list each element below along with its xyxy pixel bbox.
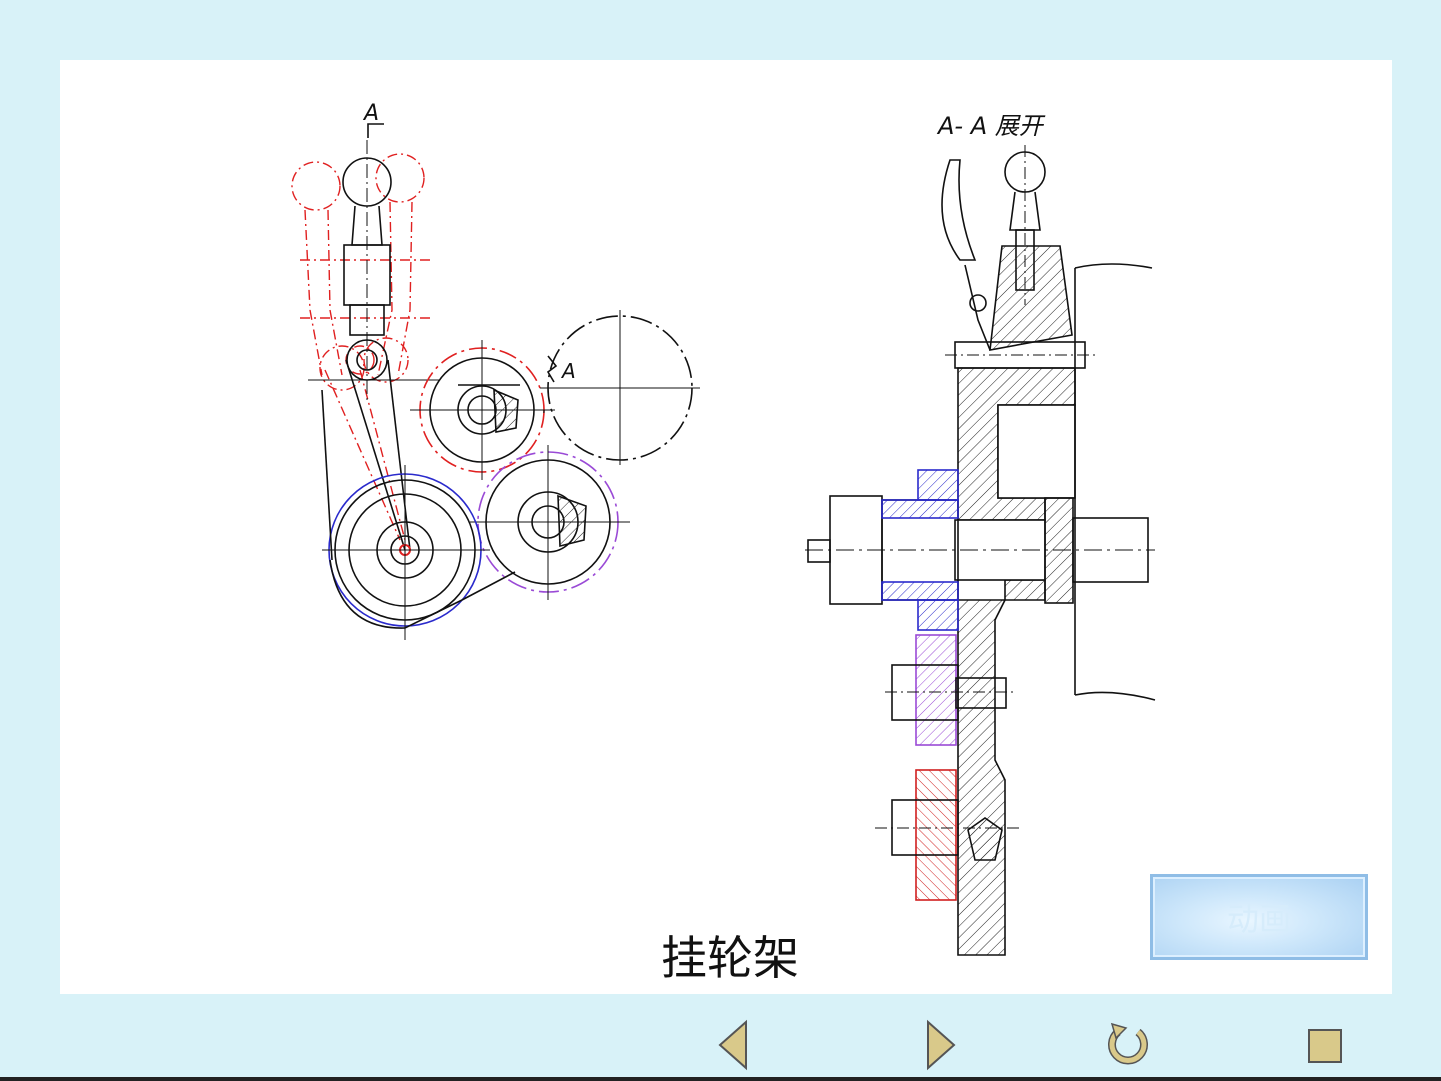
- section-marker-label: A: [362, 101, 379, 126]
- animation-button[interactable]: 动画: [1150, 874, 1368, 960]
- lever-ghost-positions: [292, 154, 430, 540]
- section-view-title: A- A 展开: [936, 112, 1046, 140]
- stop-square-icon: [1309, 1030, 1341, 1062]
- diagram-caption: 挂轮架: [620, 922, 840, 988]
- replay-icon: [1112, 1024, 1144, 1060]
- section-view: A- A 展开: [805, 112, 1155, 955]
- previous-slide-button[interactable]: [712, 1018, 760, 1072]
- slide-canvas: A: [60, 60, 1392, 994]
- triangle-right-icon: [928, 1022, 954, 1068]
- cut-plane-label: A: [560, 359, 576, 383]
- gear-train-bracket-drawing: A: [60, 60, 1392, 994]
- replay-button[interactable]: [1104, 1018, 1152, 1072]
- bottom-border: [0, 1077, 1441, 1081]
- front-view: A: [292, 101, 700, 640]
- triangle-left-icon: [720, 1022, 746, 1068]
- next-slide-button[interactable]: [914, 1018, 962, 1072]
- stop-button[interactable]: [1302, 1018, 1350, 1072]
